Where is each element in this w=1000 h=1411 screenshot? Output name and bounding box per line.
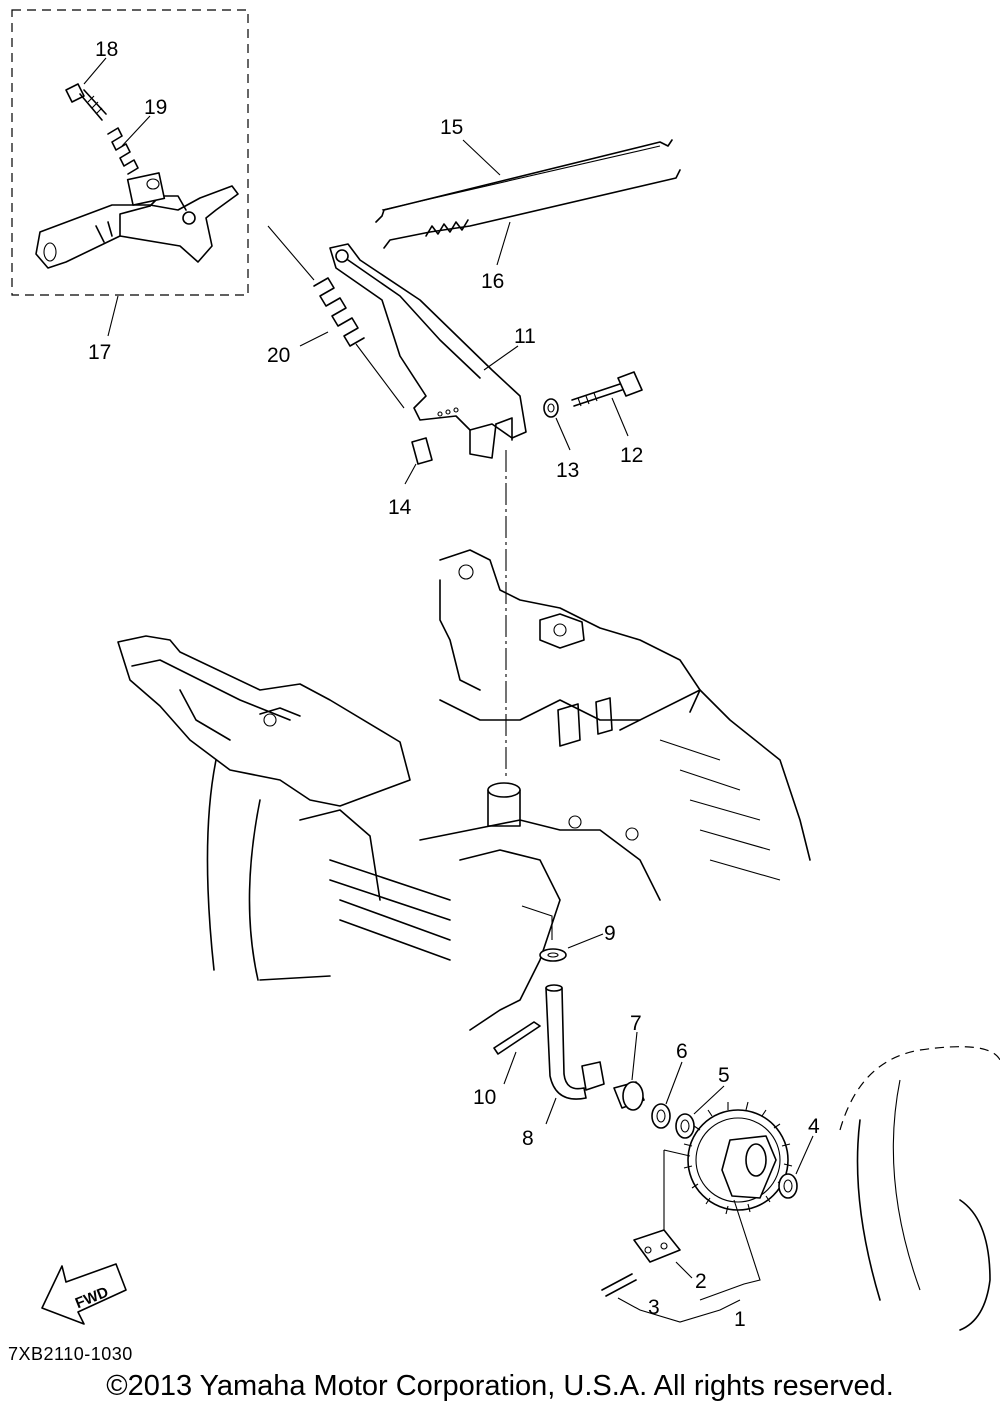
callout-15: 15 [440, 116, 463, 139]
callout-11: 11 [514, 325, 536, 348]
callout-19: 19 [144, 96, 167, 119]
callout-4: 4 [808, 1115, 820, 1138]
washer-part-13 [543, 398, 559, 418]
lever-part-11 [329, 243, 527, 459]
callout-5: 5 [718, 1064, 730, 1087]
fwd-arrow-icon: FWD [41, 1263, 127, 1325]
pin-part-3 [601, 1273, 637, 1297]
rod-part-16 [383, 169, 681, 249]
housing-outline [839, 1046, 1000, 1331]
rod-part-15 [375, 139, 673, 223]
copyright-notice: ©2013 Yamaha Motor Corporation, U.S.A. A… [106, 1370, 894, 1402]
callout-2: 2 [695, 1270, 707, 1293]
throttle-bracket-part [35, 172, 239, 269]
washer-part-6 [651, 1103, 671, 1129]
callout-6: 6 [676, 1040, 688, 1063]
nut-part-14 [411, 437, 433, 465]
bolt-part-12 [571, 371, 643, 407]
subassembly-dashed-box [11, 9, 249, 296]
callout-17: 17 [88, 341, 111, 364]
callout-16: 16 [481, 270, 504, 293]
callout-9: 9 [604, 922, 616, 945]
spring-part-19 [107, 127, 139, 175]
callout-1: 1 [734, 1308, 746, 1331]
callout-18: 18 [95, 38, 118, 61]
callout-3: 3 [648, 1296, 660, 1319]
callout-12: 12 [620, 444, 643, 467]
clip-part-5 [675, 1113, 695, 1139]
callout-14: 14 [388, 496, 412, 519]
callout-20: 20 [267, 344, 290, 367]
plate-part-2 [633, 1229, 681, 1263]
callout-8: 8 [522, 1127, 534, 1150]
screw-part-18 [65, 83, 107, 121]
callout-10: 10 [473, 1086, 496, 1109]
shaft-part-8 [545, 984, 605, 1100]
clip-part-10 [493, 1021, 541, 1055]
spring-part-20 [267, 225, 405, 409]
callout-13: 13 [556, 459, 579, 482]
leader-lines [83, 57, 814, 1279]
callout-7: 7 [630, 1012, 642, 1035]
washer-part-4 [778, 1173, 798, 1199]
washer-part-9 [539, 948, 567, 962]
collar-part-7 [613, 1081, 645, 1111]
diagram-code: 7XB2110-1030 [8, 1344, 133, 1364]
gear-part-1 [683, 1101, 793, 1215]
engine-body [117, 549, 811, 1031]
